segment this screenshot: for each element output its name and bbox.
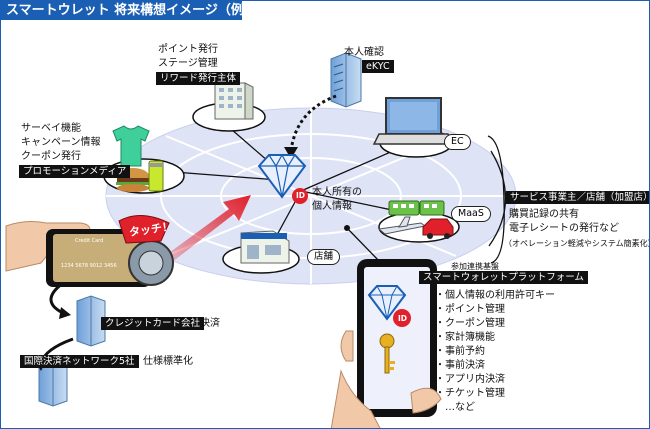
platform-item-9: …など — [445, 402, 475, 413]
platform-item-1: ・個人情報の利用許可キー — [435, 290, 555, 301]
id-badge-icon — [292, 188, 308, 204]
platform-item-7: ・アプリ内決済 — [435, 374, 505, 385]
ekyc-line: 本人確認 — [344, 47, 384, 58]
phone-icon — [46, 229, 151, 287]
credit-action: 決済 — [200, 318, 220, 329]
page-title: スマートウレット 将来構想イメージ（例） — [1, 1, 257, 20]
car-icon — [422, 218, 454, 239]
ekyc-dotted-arrow — [289, 94, 337, 152]
service-line-2: 電子レシートの発行など — [509, 223, 619, 234]
service-line-1: 購買記録の共有 — [509, 209, 579, 220]
platform-diamond-icon — [367, 285, 407, 321]
shop-icon — [240, 230, 290, 264]
promo-line-2: キャンペーン情報 — [21, 137, 101, 148]
card-number: 1234 5678 9012 3456 — [61, 263, 117, 269]
platform-id-text: ID — [397, 314, 408, 323]
platform-item-8: ・チケット管理 — [435, 388, 505, 399]
center-id-text: ID — [295, 191, 306, 200]
phone-hand-icon — [330, 330, 442, 428]
can-icon — [148, 160, 164, 192]
promo-line-3: クーポン発行 — [21, 151, 81, 162]
ekyc-label: eKYC — [362, 60, 394, 73]
platform-item-2: ・ポイント管理 — [435, 304, 505, 315]
platform-item-4: ・家計簿機能 — [435, 332, 495, 343]
service-label: サービス事業主／店舗（加盟店） — [506, 191, 649, 204]
network-label: 国際決済ネットワーク5社 — [20, 355, 139, 368]
ec-pill: EC — [444, 134, 471, 150]
platform-caption: 参加連携基盤 — [451, 262, 499, 271]
reward-label: リワード発行主体 — [156, 72, 241, 85]
network-action: 仕様標準化 — [143, 356, 193, 367]
store-pill: 店舗 — [307, 249, 341, 265]
ekyc-building-icon — [330, 52, 362, 108]
promo-line-1: サーベイ機能 — [21, 123, 81, 134]
platform-item-3: ・クーポン管理 — [435, 318, 505, 329]
reward-line-1: ポイント発行 — [158, 44, 218, 55]
center-line-1: 本人所有の — [312, 187, 362, 198]
platform-id-badge-icon — [393, 309, 411, 327]
credit-building-icon — [76, 295, 106, 347]
laptop-icon — [372, 97, 455, 145]
transfer-arrow — [151, 195, 251, 273]
card-terminal-icon — [118, 215, 174, 286]
key-icon — [379, 333, 395, 374]
train-icon — [388, 200, 445, 216]
service-brace — [487, 135, 505, 264]
diamond-icon — [257, 153, 307, 199]
platform-item-6: ・事前決済 — [435, 360, 485, 371]
plane-icon — [377, 216, 427, 235]
service-note: （オペレーション軽減やシステム簡素化） — [504, 239, 650, 248]
building-icon — [214, 82, 254, 120]
promo-label: プロモーションメディア — [19, 165, 131, 178]
platform-label: スマートウォレットプラットフォーム — [419, 271, 588, 284]
credit-label: クレジットカード会社 — [101, 317, 205, 330]
card-name: Credit Card — [75, 238, 104, 244]
flow-arrows — [39, 281, 74, 364]
center-line-2: 個人情報 — [312, 201, 352, 212]
reward-line-2: ステージ管理 — [158, 58, 218, 69]
platform-item-5: ・事前予約 — [435, 346, 485, 357]
maas-pill: MaaS — [451, 206, 491, 222]
